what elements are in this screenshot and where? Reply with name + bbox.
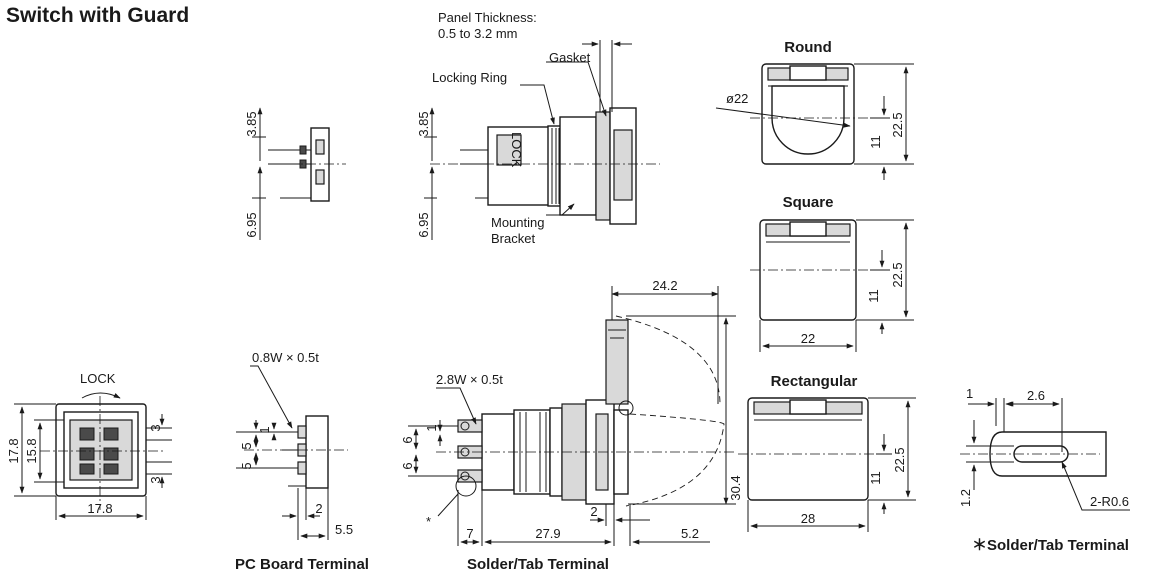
dim-6-a: 6: [400, 436, 415, 443]
square-title: Square: [783, 194, 834, 211]
dim-5-b: 5: [239, 462, 254, 469]
asterisk-mark: *: [426, 514, 431, 529]
round-title: Round: [784, 39, 831, 56]
dim-22-5-rect: 22.5: [892, 447, 907, 472]
dim-6-95-b: 6.95: [416, 212, 431, 237]
solder-tab-title: Solder/Tab Terminal: [467, 556, 609, 573]
square-guard-view: [750, 219, 914, 352]
dim-5-5: 5.5: [335, 522, 353, 537]
solder-tab-terminal-view: [408, 286, 736, 546]
dim-27-9: 27.9: [535, 526, 560, 541]
dim-1-2: 1.2: [958, 489, 973, 507]
dim-28: 28: [801, 511, 815, 526]
dim-2-st: 2: [590, 504, 597, 519]
dim-3-top: 3: [148, 424, 163, 431]
pc-board-terminal-view: [236, 365, 348, 540]
rectangular-title: Rectangular: [771, 373, 858, 390]
dim-1-pc: 1: [257, 426, 272, 433]
panel-thickness-label: Panel Thickness:: [438, 10, 537, 25]
gasket-label: Gasket: [549, 50, 591, 65]
round-guard-view: [715, 63, 914, 180]
dim-11-round: 11: [868, 135, 883, 149]
rectangular-guard-view: [738, 397, 916, 532]
dim-5-a: 5: [239, 442, 254, 449]
dim-3-85-b: 3.85: [416, 111, 431, 136]
dim-2-pc: 2: [315, 501, 322, 516]
page-title: Switch with Guard: [6, 4, 189, 27]
dim-1-tab: 1: [966, 386, 973, 401]
dim-30-4: 30.4: [728, 475, 743, 500]
dim-3-85-a: 3.85: [244, 111, 259, 136]
dim-7: 7: [466, 526, 473, 541]
dim-22-square: 22: [801, 331, 815, 346]
dim-17-8-v: 17.8: [6, 438, 21, 463]
dim-24-2: 24.2: [652, 278, 677, 293]
dim-3-bot: 3: [148, 476, 163, 483]
dim-2-r0-6: 2-R0.6: [1090, 494, 1129, 509]
dim-2-6: 2.6: [1027, 388, 1045, 403]
dim-22-5-square: 22.5: [890, 262, 905, 287]
dim-17-8-h: 17.8: [87, 501, 112, 516]
tab-terminal-detail: [960, 398, 1130, 511]
pc-terminal-size: 0.8W × 0.5t: [252, 350, 319, 365]
dim-22-5-round: 22.5: [890, 112, 905, 137]
locking-ring-label: Locking Ring: [432, 70, 507, 85]
solder-tab-note: ＊Solder/Tab Terminal: [972, 537, 1129, 554]
dim-15-8: 15.8: [24, 438, 39, 463]
rear-terminal-view: [14, 392, 172, 520]
mounting-bracket-label-2: Bracket: [491, 231, 535, 246]
side-view-panel-mount: [424, 40, 660, 240]
dim-11-rect: 11: [868, 471, 883, 485]
dim-6-b: 6: [400, 462, 415, 469]
dim-phi22: ø22: [726, 91, 748, 106]
dim-5-2: 5.2: [681, 526, 699, 541]
side-view-small: [252, 107, 346, 240]
panel-thickness-range: 0.5 to 3.2 mm: [438, 26, 517, 41]
dim-6-95-a: 6.95: [244, 212, 259, 237]
lock-direction-label: LOCK: [80, 371, 116, 386]
dim-1-st: 1: [424, 424, 439, 431]
solder-terminal-size: 2.8W × 0.5t: [436, 372, 503, 387]
dim-11-square: 11: [866, 289, 881, 303]
pc-board-title: PC Board Terminal: [235, 556, 369, 573]
mounting-bracket-label-1: Mounting: [491, 215, 544, 230]
lock-mark: LOCK: [509, 132, 524, 168]
